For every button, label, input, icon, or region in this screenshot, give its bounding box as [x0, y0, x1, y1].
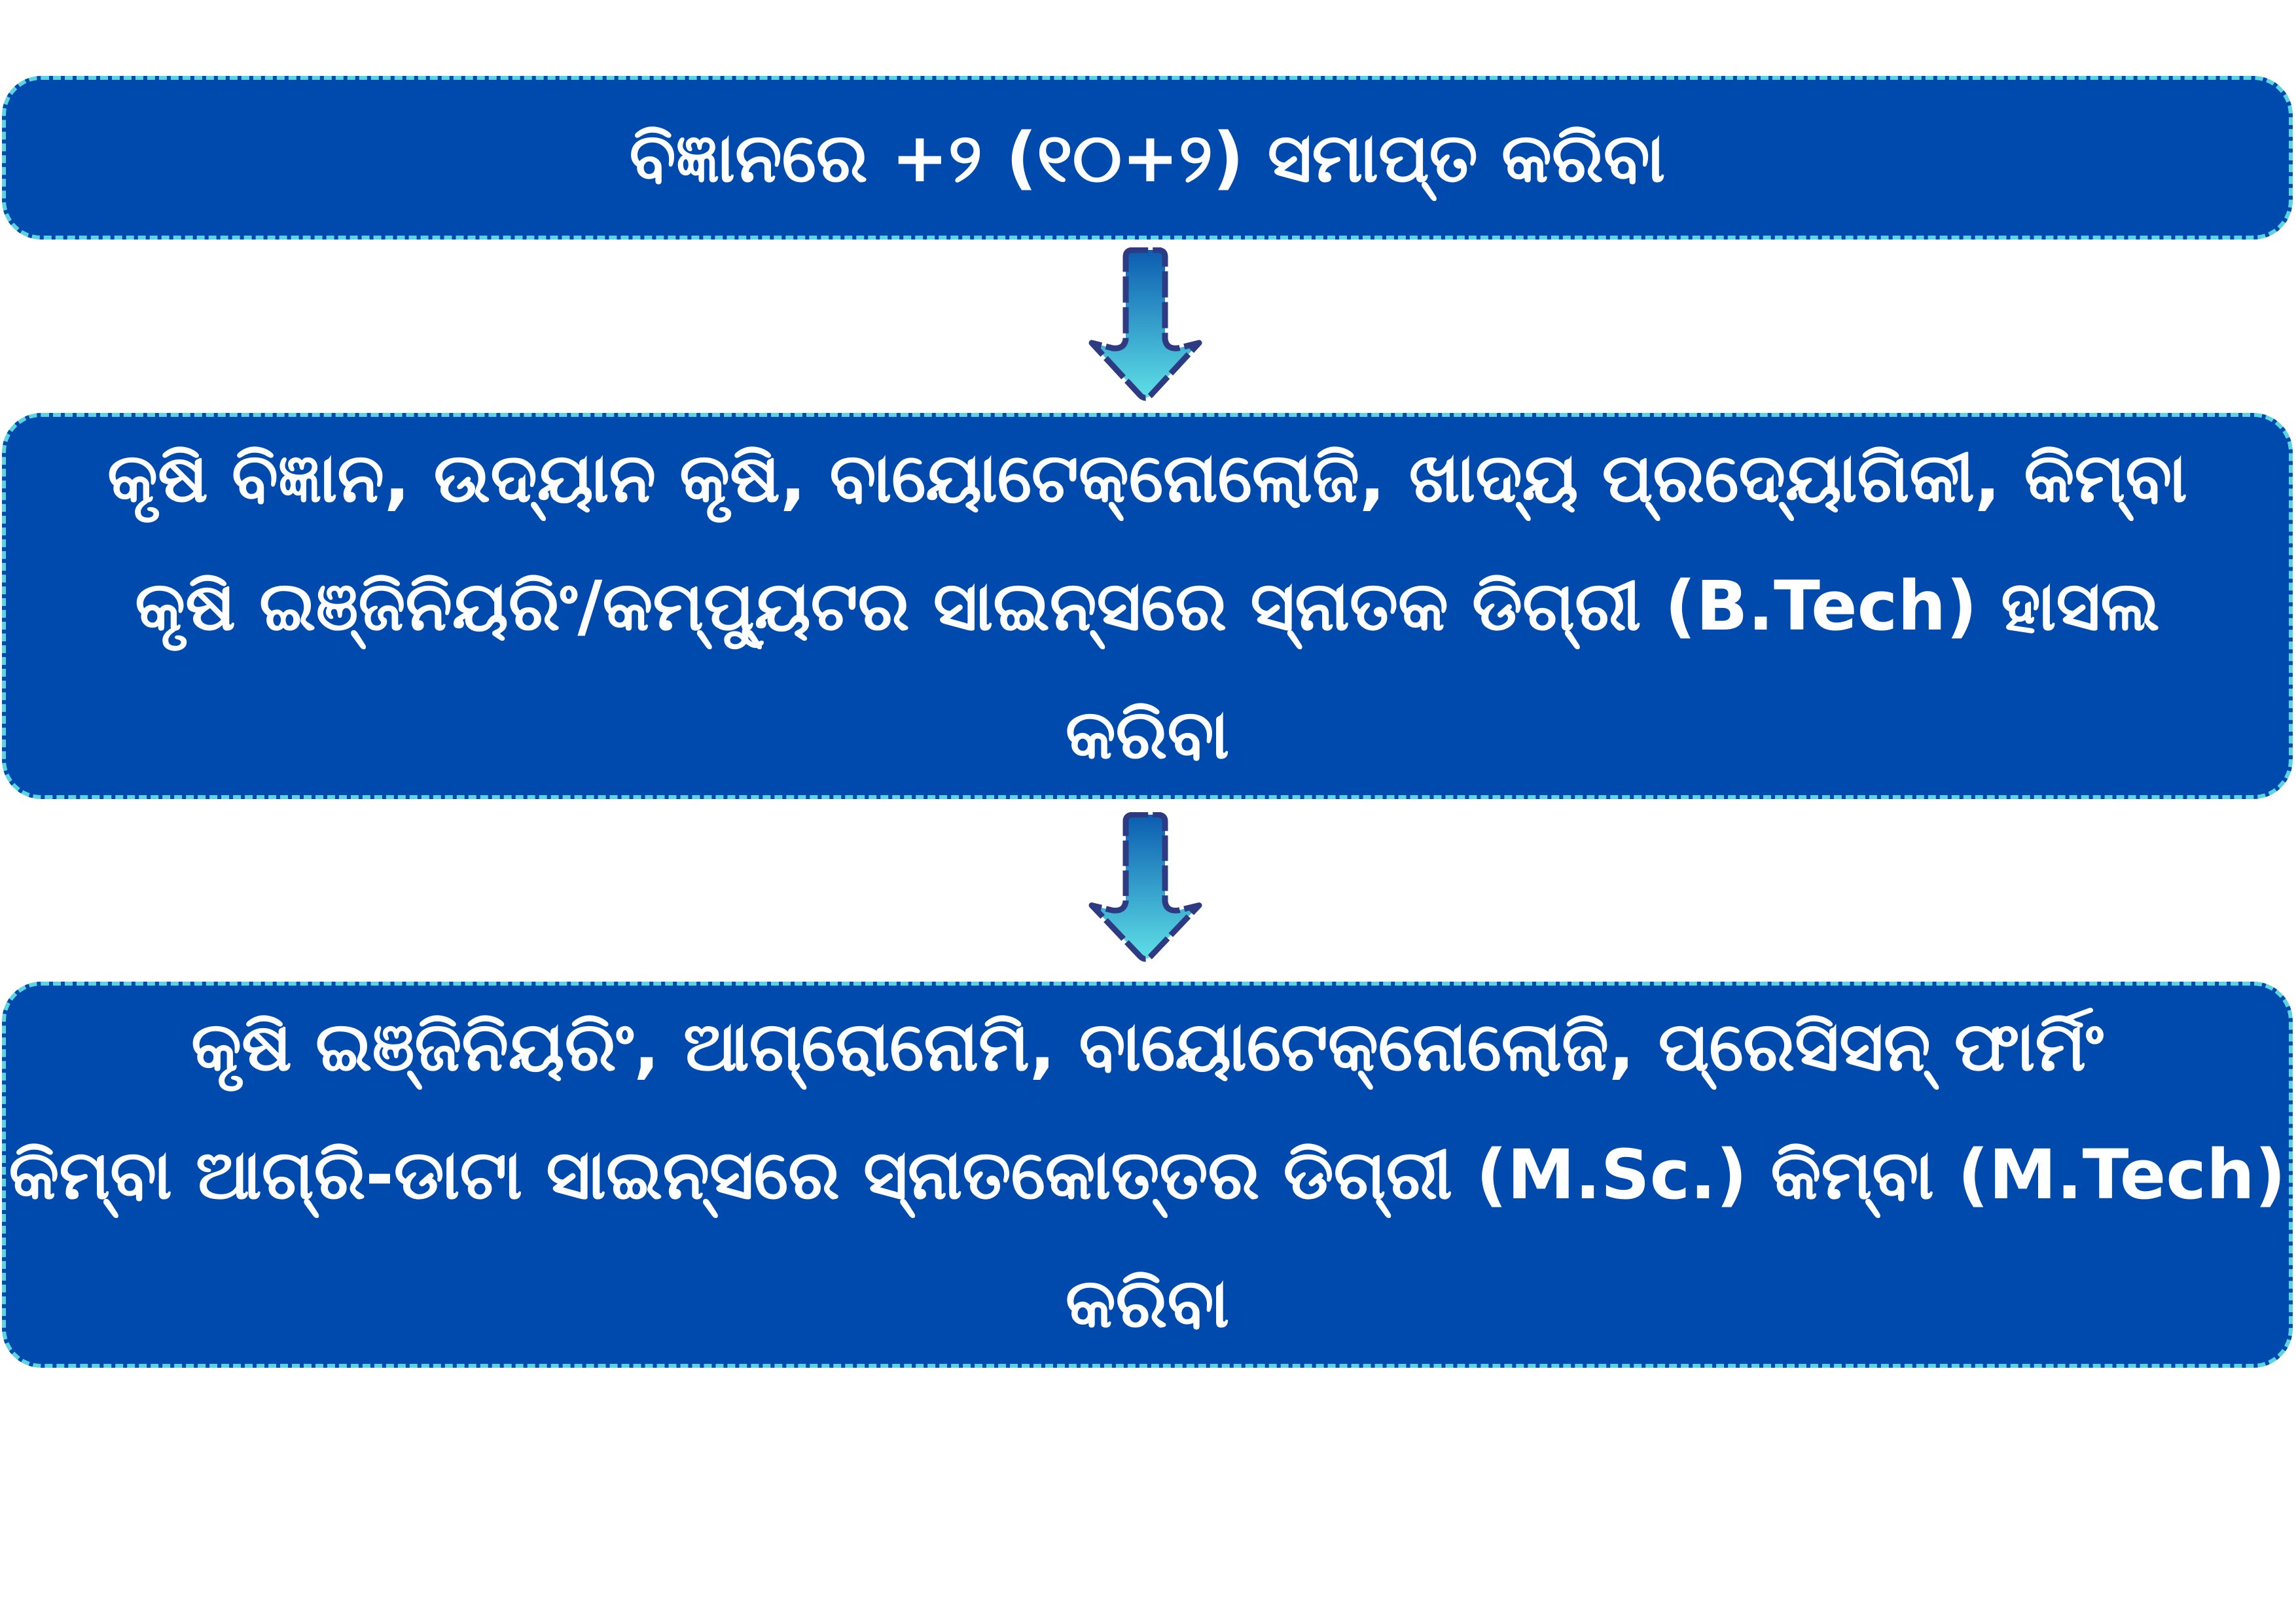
- down-arrow-icon: [1088, 812, 1202, 962]
- down-arrow-icon: [1088, 247, 1202, 401]
- step-1-text: ବିଜ୍ଞାନରେ +୨ (୧୦+୨) ସମାପ୍ତ କରିବା: [629, 118, 1666, 198]
- step-2-text-line-1: କୃଷି ବିଜ୍ଞାନ, ଉଦ୍ୟାନ କୃଷି, ବାୟୋଟେକ୍ନୋଲୋଜ…: [107, 438, 2187, 518]
- step-3-text-line-2: କିମ୍ବା ଆଗ୍ରି-ଡାଟା ସାଇନ୍ସରେ ସ୍ନାତକୋତ୍ତର ଡ…: [9, 1135, 2286, 1215]
- step-2-text-line-2: କୃଷି ଇଞ୍ଜିନିୟରିଂ/କମ୍ପ୍ୟୁଟର ସାଇନ୍ସରେ ସ୍ନା…: [135, 566, 2160, 646]
- step-2-box: କୃଷି ବିଜ୍ଞାନ, ଉଦ୍ୟାନ କୃଷି, ବାୟୋଟେକ୍ନୋଲୋଜ…: [2, 413, 2293, 799]
- step-1-box: ବିଜ୍ଞାନରେ +୨ (୧୦+୨) ସମାପ୍ତ କରିବା: [2, 76, 2293, 240]
- step-2-text-line-3: କରିବା: [1065, 694, 1230, 774]
- step-3-box: କୃଷି ଇଞ୍ଜିନିୟରିଂ, ଆଗ୍ରୋନୋମି, ବାୟୋଟେକ୍ନୋଲ…: [2, 982, 2293, 1368]
- step-3-text-line-3: କରିବା: [1065, 1263, 1230, 1343]
- step-3-text-line-1: କୃଷି ଇଞ୍ଜିନିୟରିଂ, ଆଗ୍ରୋନୋମି, ବାୟୋଟେକ୍ନୋଲ…: [191, 1007, 2104, 1086]
